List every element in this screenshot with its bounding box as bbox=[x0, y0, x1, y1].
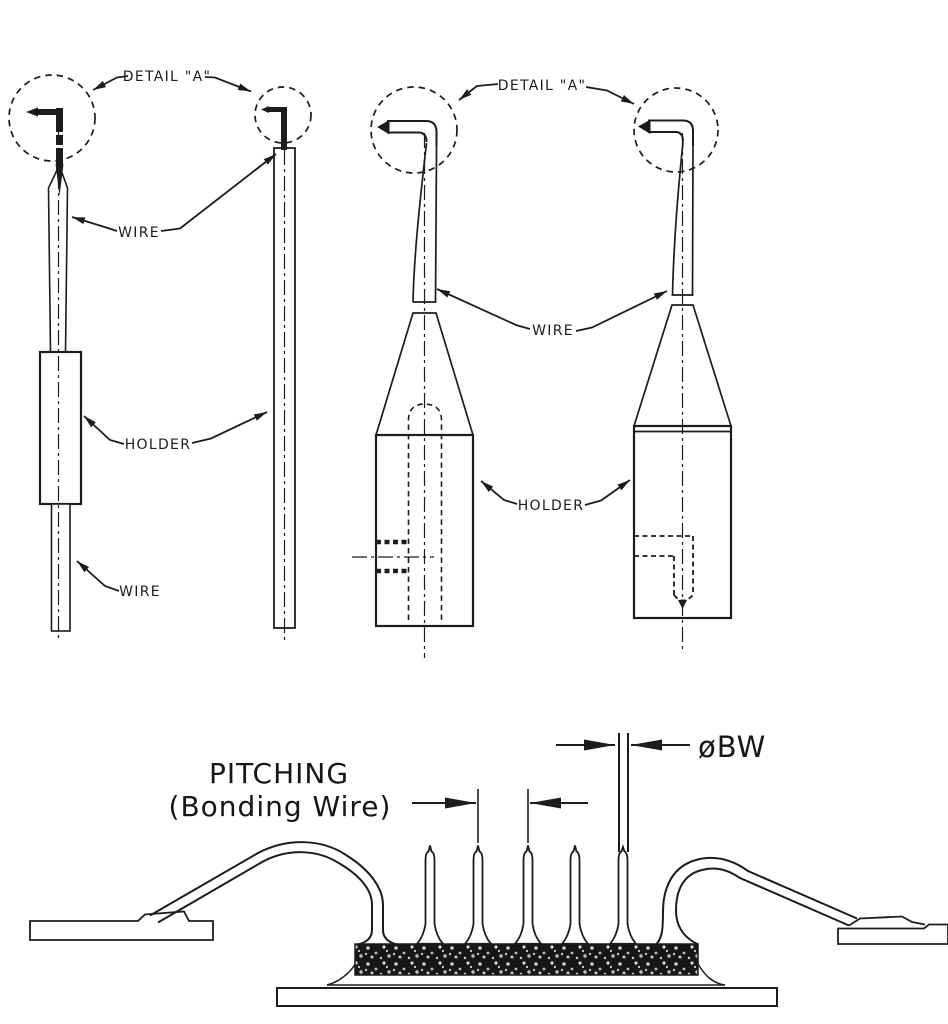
bond-wire-right-outer bbox=[674, 867, 850, 946]
wire-label-right: WIRE bbox=[532, 323, 574, 339]
substrate-plate bbox=[276, 987, 778, 1007]
leader-wire-upper-1 bbox=[71, 216, 118, 232]
bond-wire-right-inner bbox=[655, 856, 858, 946]
bond-wire-left-outer bbox=[149, 841, 398, 946]
leader-detail-a-left-1 bbox=[92, 75, 129, 91]
leader-holder-left-1 bbox=[83, 415, 125, 445]
probe1-holder-sleeve bbox=[38, 350, 83, 506]
lead-frame-left bbox=[29, 910, 214, 941]
bond-wire-stub-1 bbox=[414, 845, 446, 945]
package-cross-section: PITCHING (Bonding Wire) øBW bbox=[29, 730, 948, 1007]
detail-a-callout-circle-4 bbox=[633, 87, 719, 173]
probe1-taper-right bbox=[60, 169, 69, 353]
leader-holder-right-1 bbox=[480, 480, 518, 505]
bond-wire-stub-4 bbox=[559, 845, 591, 945]
wire-probe-side-view bbox=[8, 74, 96, 642]
probe1-hook-tip bbox=[26, 107, 38, 117]
upper-right-figure: DETAIL "A" WIRE HOLDER bbox=[352, 78, 733, 658]
leader-wire-lower bbox=[76, 560, 120, 592]
bond-wire-stubs bbox=[414, 844, 639, 945]
die-attach-fillet-right bbox=[695, 959, 726, 986]
detail-a-label-left: DETAIL "A" bbox=[123, 69, 212, 85]
upper-left-figure: DETAIL "A" WIRE HOLDER WIRE bbox=[8, 69, 312, 642]
detail-a-label-right: DETAIL "A" bbox=[498, 78, 587, 94]
probe1-wire-point bbox=[55, 164, 64, 196]
detail-a-callout-circle-3 bbox=[370, 86, 458, 174]
leader-wire-right-1 bbox=[436, 288, 531, 330]
bond-wire-stub-5 bbox=[607, 844, 639, 945]
holder3-hook-outer bbox=[387, 120, 438, 146]
bw-diameter-dimension bbox=[556, 733, 690, 852]
holder3-hook-tip bbox=[377, 120, 390, 135]
holder4-internal-bore bbox=[634, 535, 694, 602]
holder4-cone bbox=[633, 304, 732, 427]
leader-wire-upper-2 bbox=[160, 153, 277, 232]
wire-probe-rod-view bbox=[254, 86, 312, 640]
pitch-dimension bbox=[412, 789, 588, 843]
probe1-lower-wire bbox=[50, 503, 71, 632]
bond-wire-right bbox=[655, 856, 926, 946]
bond-wire-stub-3 bbox=[512, 845, 544, 945]
wire-label-lower-left: WIRE bbox=[119, 584, 161, 600]
die-attach-fillet-left bbox=[326, 959, 358, 986]
bond-wire-right-foot bbox=[848, 915, 926, 927]
holder4-shaft-left bbox=[671, 141, 684, 296]
leader-holder-left-2 bbox=[191, 411, 268, 444]
detail-a-callout-circle-2 bbox=[254, 86, 312, 144]
detail-a-callout-circle-1 bbox=[8, 74, 96, 162]
capillary-holder-outline-view bbox=[632, 87, 733, 652]
holder4-shaft-right bbox=[691, 145, 694, 296]
leader-holder-right-2 bbox=[584, 479, 631, 506]
probe1-taper-left bbox=[47, 169, 58, 353]
bw-diameter-label: øBW bbox=[698, 730, 766, 764]
capillary-holder-section-view bbox=[352, 86, 475, 658]
lead-frame-right bbox=[837, 923, 948, 945]
pitching-label-line2: (Bonding Wire) bbox=[169, 790, 392, 823]
holder3-cone bbox=[375, 312, 474, 436]
holder4-hook-tip bbox=[638, 119, 651, 134]
holder4-hook-inner bbox=[648, 131, 684, 142]
pitching-label-line1: PITCHING bbox=[209, 757, 349, 790]
wire-label-upper-left: WIRE bbox=[118, 225, 160, 241]
bond-wire-left-inner bbox=[157, 851, 373, 946]
leader-detail-a-right-1 bbox=[458, 83, 499, 101]
holder-label-right: HOLDER bbox=[518, 498, 585, 514]
bond-wire-left bbox=[149, 841, 398, 946]
leader-detail-a-right-2 bbox=[585, 86, 635, 105]
leader-wire-right-2 bbox=[575, 290, 668, 332]
semiconductor-die bbox=[354, 943, 699, 976]
bond-wire-stub-2 bbox=[462, 845, 494, 945]
holder-label-left: HOLDER bbox=[125, 437, 192, 453]
leader-detail-a-left-2 bbox=[204, 76, 252, 93]
holder3-hook-inner bbox=[387, 131, 428, 143]
holder4-hook-outer bbox=[648, 119, 694, 146]
holder3-shaft-right bbox=[434, 145, 438, 303]
